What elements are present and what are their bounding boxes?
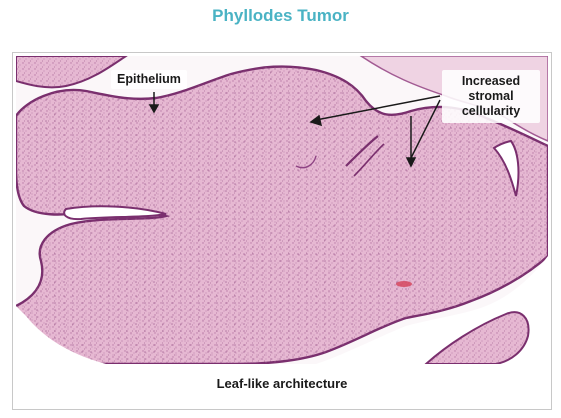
cleft-left [63,205,167,221]
label-line: Increased [461,74,521,88]
histology-micrograph: Epithelium Increased stromal cellularity [16,56,548,364]
figure-caption: Leaf-like architecture [216,376,348,391]
tissue-lobe-top-left [16,56,128,89]
label-stromal-cellularity: Increased stromal cellularity [442,70,540,123]
tissue-fragment [424,311,530,364]
duct-slit [345,135,379,167]
figure-title: Phyllodes Tumor [212,6,349,25]
blood-vessel [396,281,412,287]
label-line: stromal [468,89,514,103]
lower-left-space [16,306,106,364]
label-line: cellularity [461,104,521,118]
annotation-arrows [148,92,441,168]
micrograph-image [16,56,548,364]
cleft-right [492,139,520,197]
label-epithelium: Epithelium [111,70,187,89]
duct-slit [295,155,317,169]
figure-frame: Epithelium Increased stromal cellularity… [12,52,552,410]
duct-slit [353,143,385,177]
